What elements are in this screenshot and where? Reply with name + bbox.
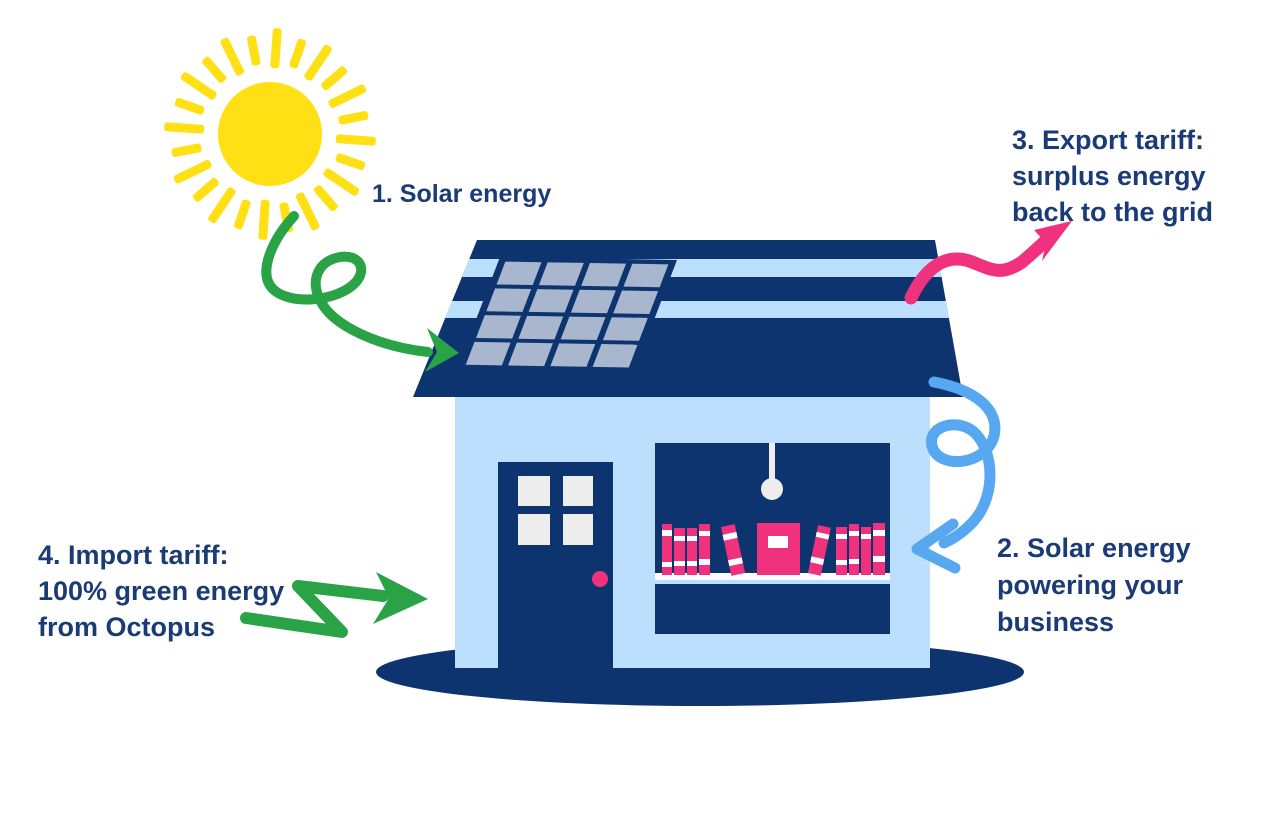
label-line: back to the grid	[1012, 197, 1214, 227]
green-curl-arrow	[261, 211, 459, 372]
door-knob	[592, 571, 608, 587]
book	[699, 524, 710, 575]
shop-building	[413, 240, 963, 668]
label-line: business	[997, 607, 1115, 637]
book	[836, 527, 847, 575]
label-line: 4. Import tariff:	[38, 540, 229, 570]
bookshelf-window	[655, 443, 890, 634]
door-pane	[563, 514, 593, 545]
book	[849, 524, 859, 575]
hanging-lamp-icon	[761, 443, 783, 500]
solar-panel-cells	[465, 261, 669, 368]
label-line: 1. Solar energy	[372, 180, 552, 208]
book	[662, 524, 672, 575]
label-line: surplus energy	[1012, 161, 1206, 191]
door-panel	[498, 462, 613, 668]
green-zigzag-arrow	[240, 572, 428, 638]
solar-panel-frame	[457, 257, 677, 372]
import-speech-bubble	[23, 523, 291, 655]
pink-export-arrow	[904, 221, 1072, 305]
book	[861, 527, 871, 575]
window-sill-panel	[655, 584, 890, 634]
door-pane	[518, 476, 550, 506]
book	[873, 523, 885, 575]
label-import-tariff: 4. Import tariff: 100% green energy from…	[38, 537, 284, 645]
blue-swirl-arrow	[911, 376, 1001, 574]
shelf-board	[655, 573, 890, 580]
shelf-edge	[655, 580, 890, 584]
label-line: powering your	[997, 570, 1184, 600]
solar-panel-icon	[457, 257, 677, 372]
export-speech-bubble	[979, 94, 1247, 234]
book-leaning-left	[720, 524, 746, 576]
book	[687, 528, 697, 575]
door-pane	[563, 476, 593, 506]
shop-door	[498, 462, 613, 668]
label-line: 3. Export tariff:	[1012, 125, 1205, 155]
label-powering-business: 2. Solar energy powering your business	[997, 530, 1191, 641]
sun-core	[218, 82, 322, 186]
book-leaning-right	[807, 525, 831, 576]
door-pane	[518, 514, 550, 545]
books-row	[662, 523, 885, 576]
label-line: 100% green energy	[38, 576, 285, 606]
label-line: 2. Solar energy	[997, 533, 1191, 563]
book	[674, 528, 685, 575]
label-export-tariff: 3. Export tariff: surplus energy back to…	[1012, 122, 1213, 230]
label-solar-energy: 1. Solar energy	[372, 178, 551, 210]
book-wide	[757, 523, 800, 575]
label-line: from Octopus	[38, 612, 216, 642]
